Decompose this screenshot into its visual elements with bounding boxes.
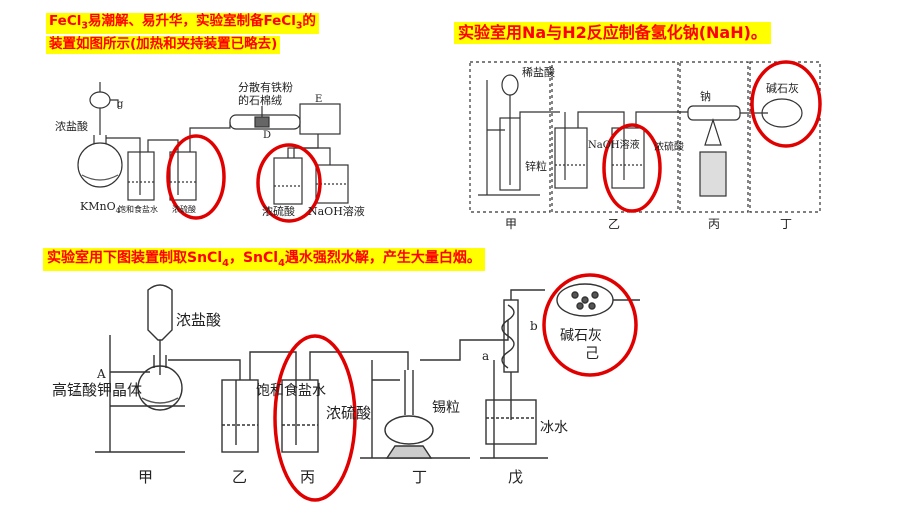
label-iron-wool-1: 分散有铁粉 bbox=[238, 80, 293, 94]
label-conc-hcl-sncl4: 浓盐酸 bbox=[176, 311, 221, 329]
red-circle-sncl4-soda-lime bbox=[542, 273, 638, 377]
label-jia-sncl4: 甲 bbox=[138, 468, 153, 486]
sncl4-ice-water-beaker bbox=[485, 399, 537, 445]
sncl4-hcl-funnel bbox=[147, 284, 173, 341]
label-b: b bbox=[530, 319, 538, 333]
box-bing bbox=[679, 61, 749, 213]
fecl3-heading-line2: 装置如图所示(加热和夹持装置已略去) bbox=[46, 36, 281, 54]
fecl3-heading-line1: FeCl3易潮解、易升华，实验室制备FeCl3的 bbox=[46, 13, 319, 34]
label-dilute-hcl: 稀盐酸 bbox=[522, 65, 555, 79]
label-sat-nacl-fecl3: 饱和食盐水 bbox=[118, 204, 158, 214]
sep-funnel bbox=[89, 91, 111, 109]
nah-zinc-tube bbox=[499, 117, 521, 191]
nah-apparatus bbox=[469, 61, 821, 213]
label-g: g bbox=[117, 99, 124, 110]
box-ding bbox=[749, 61, 821, 213]
nah-naoh-bottle bbox=[554, 127, 588, 189]
red-circle-nah-h2so4 bbox=[602, 123, 662, 213]
label-conc-h2so4-nah: 浓硫酸 bbox=[654, 140, 684, 153]
label-zinc: 锌粒 bbox=[525, 159, 547, 173]
label-ice-water: 冰水 bbox=[540, 420, 568, 436]
label-iron-wool-2: 的石棉绒 bbox=[238, 93, 282, 107]
red-circle-fecl3-h2so4-small bbox=[166, 134, 226, 220]
label-ji: 己 bbox=[585, 346, 599, 362]
label-D: D bbox=[263, 130, 271, 141]
nah-h2so4-bottle bbox=[611, 127, 645, 189]
nah-dilute-hcl-funnel bbox=[501, 74, 519, 96]
label-ding-sncl4: 丁 bbox=[412, 468, 427, 486]
red-circle-sncl4-h2so4 bbox=[273, 334, 357, 502]
label-yi-sncl4: 乙 bbox=[232, 468, 247, 486]
label-jia-nah: 甲 bbox=[505, 217, 517, 231]
label-soda-lime-sncl4: 碱石灰 bbox=[560, 328, 602, 344]
label-naoh-sol-nah: NaOH溶液 bbox=[588, 138, 640, 151]
label-ding-nah: 丁 bbox=[780, 217, 792, 231]
label-yi-nah: 乙 bbox=[608, 217, 620, 231]
label-E: E bbox=[315, 94, 322, 105]
label-conc-h2so4-fecl3: 浓硫酸 bbox=[262, 204, 295, 218]
label-naoh-fecl3: NaOH溶液 bbox=[308, 204, 365, 218]
box-yi bbox=[551, 61, 679, 213]
sncl4-sat-nacl-bottle bbox=[221, 379, 259, 453]
red-circle-fecl3-h2so4 bbox=[256, 143, 322, 223]
label-na: 钠 bbox=[700, 89, 711, 103]
label-bing-nah: 丙 bbox=[708, 217, 720, 231]
sncl4-kmno4-flask bbox=[137, 365, 183, 411]
label-sat-nacl-sncl4: 饱和食盐水 bbox=[256, 382, 326, 399]
label-tin: 锡粒 bbox=[432, 400, 460, 416]
sncl4-condenser bbox=[503, 299, 519, 373]
sncl4-h2so4-bottle bbox=[281, 379, 319, 453]
label-conc-hcl-fecl3: 浓盐酸 bbox=[55, 119, 88, 133]
nah-soda-lime-tube bbox=[761, 98, 803, 128]
label-a: a bbox=[482, 349, 489, 363]
label-soda-lime-nah: 碱石灰 bbox=[766, 81, 799, 95]
sncl4-heading: 实验室用下图装置制取SnCl4，SnCl4遇水强烈水解，产生大量白烟。 bbox=[43, 248, 485, 272]
box-jia bbox=[469, 61, 551, 213]
sncl4-apparatus bbox=[95, 283, 640, 459]
label-kmno4-crystal: 高锰酸钾晶体 bbox=[52, 381, 142, 399]
label-wu: 戊 bbox=[508, 468, 523, 486]
nah-sodium-tube bbox=[687, 105, 741, 121]
label-conc-h2so4-sncl4: 浓硫酸 bbox=[326, 404, 371, 422]
small-h2so4-bottle bbox=[169, 151, 197, 201]
kmno4-flask bbox=[77, 142, 123, 188]
flask-E bbox=[299, 103, 341, 135]
nah-heading: 实验室用Na与H2反应制备氢化钠(NaH)。 bbox=[454, 22, 771, 45]
red-circle-nah-soda-lime bbox=[750, 60, 822, 148]
sat-nacl-bottle bbox=[127, 151, 155, 201]
label-kmno4: KMnO4 bbox=[80, 200, 121, 215]
label-conc-h2so4-small: 浓硫酸 bbox=[172, 204, 196, 214]
nah-lamp-stand bbox=[699, 151, 727, 197]
sncl4-tin-flask bbox=[384, 415, 434, 445]
label-bing-sncl4: 丙 bbox=[300, 468, 315, 486]
h2so4-bottle bbox=[273, 157, 303, 205]
label-A: A bbox=[96, 367, 106, 381]
